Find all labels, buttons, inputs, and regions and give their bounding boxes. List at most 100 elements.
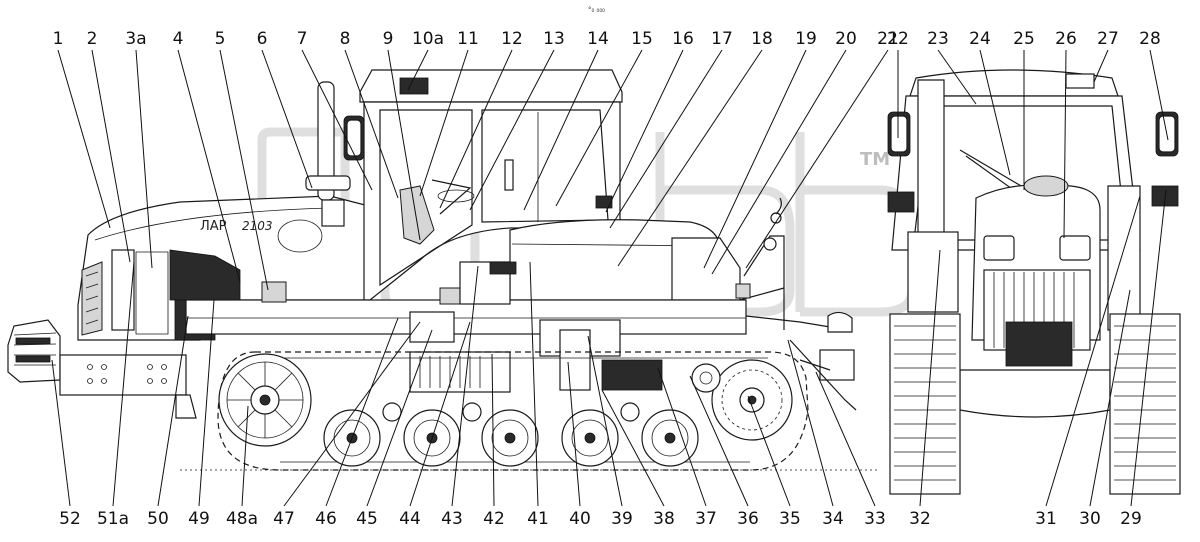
leader-line (747, 395, 791, 507)
leader-line (198, 299, 215, 507)
leader-line (919, 249, 941, 507)
leader-line (529, 261, 539, 507)
leader-lines (51, 49, 1169, 507)
header-mark: °₀ ₀₀₀ (588, 6, 605, 14)
callout-label: 47 (273, 509, 295, 529)
callout-label: 31 (1035, 509, 1057, 529)
callout-label: 27 (1097, 29, 1119, 49)
callout-label: 20 (835, 29, 857, 49)
callout-label: 45 (356, 509, 378, 529)
leader-line (51, 359, 71, 507)
leader-line (439, 49, 513, 209)
callout-label: 37 (695, 509, 717, 529)
callout-label: 21 (877, 29, 899, 49)
callout-label: 18 (751, 29, 773, 49)
callout-label: 30 (1079, 509, 1101, 529)
callout-label: 41 (527, 509, 549, 529)
rear-body (509, 197, 785, 330)
callout-label: 12 (501, 29, 523, 49)
callout-label: 29 (1120, 509, 1142, 529)
callout-label: 19 (795, 29, 817, 49)
callout-label: 25 (1013, 29, 1035, 49)
callout-label: 14 (587, 29, 609, 49)
leader-line (157, 315, 189, 507)
leader-line (1063, 49, 1067, 239)
leader-line (219, 49, 269, 291)
hood-brand: ЛАР (200, 219, 227, 234)
cab (343, 69, 623, 301)
leader-line (555, 49, 643, 207)
callout-label: 7 (297, 29, 308, 49)
drive-sprocket (218, 353, 312, 447)
callout-label: 17 (711, 29, 733, 49)
leader-line (469, 49, 555, 211)
callout-label: 1 (53, 29, 64, 49)
callout-label: 13 (543, 29, 565, 49)
callout-label: 6 (257, 29, 268, 49)
callout-label: 48a (226, 509, 258, 529)
tractor-front-view (887, 69, 1181, 495)
leader-line (301, 49, 373, 191)
callout-label: 32 (909, 509, 931, 529)
leader-line (177, 49, 241, 283)
leader-line (409, 321, 471, 507)
leader-line (325, 317, 399, 507)
leader-line (261, 49, 313, 189)
leader-line (587, 335, 623, 507)
callout-label: 15 (631, 29, 653, 49)
callout-label: 4 (173, 29, 184, 49)
leader-line (617, 49, 763, 267)
leader-line (1093, 49, 1109, 83)
hood-model: 2103 (242, 219, 273, 233)
callout-label: 11 (457, 29, 479, 49)
leader-line (745, 49, 889, 269)
leader-line (689, 375, 749, 507)
callout-label: 23 (927, 29, 949, 49)
chassis-frame (185, 261, 857, 411)
callout-label: 46 (315, 509, 337, 529)
leader-line (344, 49, 399, 199)
callout-label: 40 (569, 509, 591, 529)
leader-line (135, 49, 153, 269)
callout-label: 38 (653, 509, 675, 529)
leader-line (815, 371, 876, 507)
callout-label: 10a (412, 29, 444, 49)
callout-label: 2 (87, 29, 98, 49)
leader-line (57, 49, 111, 229)
leader-line (609, 49, 723, 229)
leader-line (91, 49, 131, 263)
leader-line (787, 339, 834, 507)
leader-line (366, 329, 433, 507)
callout-label: 52 (59, 509, 81, 529)
callout-label: 51a (97, 509, 129, 529)
callout-label: 36 (737, 509, 759, 529)
callout-label: 28 (1139, 29, 1161, 49)
callout-label: 24 (969, 29, 991, 49)
leader-line (112, 261, 135, 507)
leader-line (241, 405, 249, 507)
leader-line (1089, 289, 1131, 507)
leader-line (283, 321, 421, 507)
callout-label: 5 (215, 29, 226, 49)
callout-label: 22 (887, 29, 909, 49)
road-wheels (323, 402, 699, 467)
callout-label: 34 (822, 509, 844, 529)
callout-label: 8 (340, 29, 351, 49)
callout-label: 43 (441, 509, 463, 529)
leader-line (407, 49, 429, 91)
tractor-side-view: ЛАР 2103 (7, 69, 857, 471)
callout-label: 49 (188, 509, 210, 529)
leader-line (1045, 195, 1141, 507)
leader-line (451, 265, 479, 507)
leader-line (1130, 189, 1167, 507)
callout-label: 3a (125, 29, 146, 49)
callout-label: 50 (147, 509, 169, 529)
leader-line (387, 49, 421, 241)
callout-label: 39 (611, 509, 633, 529)
leader-line (711, 49, 847, 275)
idler-wheel (691, 359, 793, 441)
leader-line (703, 49, 807, 269)
leader-line (523, 49, 599, 211)
